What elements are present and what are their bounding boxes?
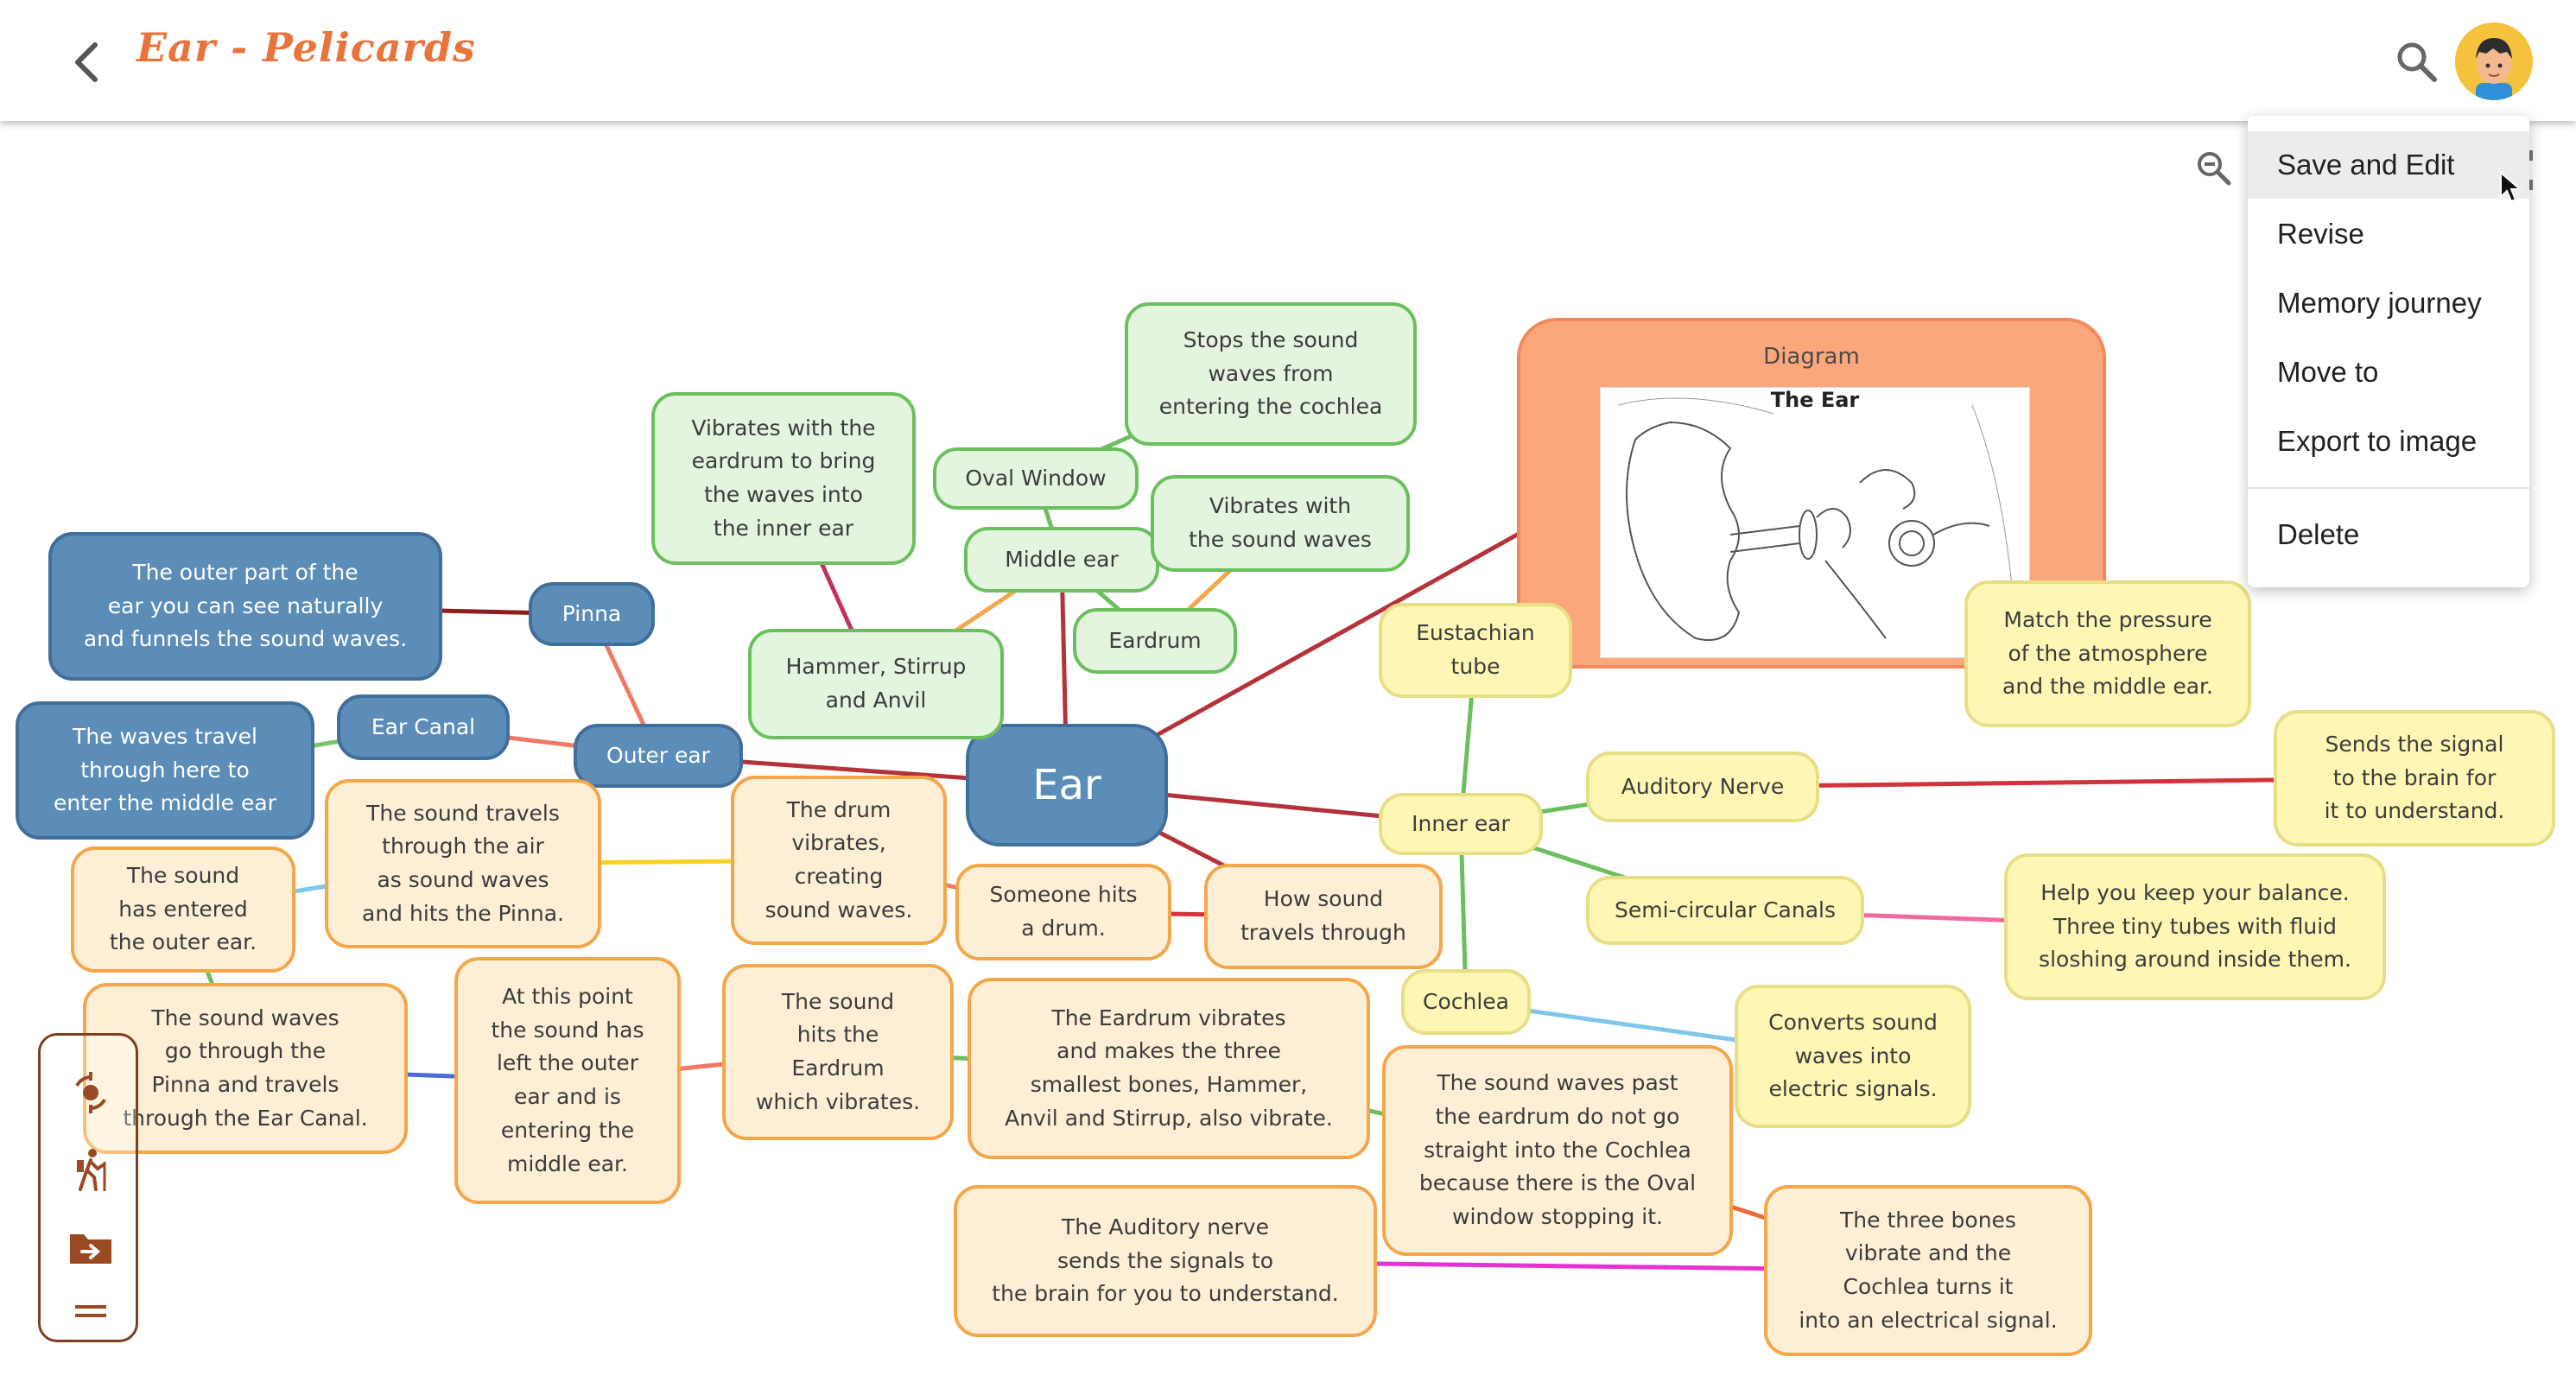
node-earcanal-desc[interactable]: The waves travel through here to enter t… — [16, 701, 314, 840]
node-pinna-desc[interactable]: The outer part of the ear you can see na… — [48, 532, 442, 681]
node-converts[interactable]: Converts sound waves into electric signa… — [1735, 985, 1971, 1128]
node-outer[interactable]: Outer ear — [574, 724, 743, 788]
node-cochlea[interactable]: Cochlea — [1401, 969, 1531, 1035]
zoom-out-button[interactable] — [2194, 149, 2234, 188]
zoom-out-icon — [2198, 152, 2231, 186]
node-how[interactable]: How sound travels through — [1204, 864, 1443, 969]
node-drum-vibrates[interactable]: The drum vibrates, creating sound waves. — [731, 776, 947, 945]
avatar[interactable] — [2455, 22, 2533, 100]
recenter-button[interactable] — [65, 1067, 117, 1119]
ear-diagram-image: The Ear — [1600, 387, 2030, 658]
node-eustachian[interactable]: Eustachian tube — [1379, 603, 1572, 698]
search-button[interactable] — [2393, 38, 2441, 86]
node-hammer-desc[interactable]: Vibrates with the eardrum to bring the w… — [651, 392, 916, 565]
node-sound-travels[interactable]: The sound travels through the air as sou… — [325, 779, 601, 948]
context-menu: Save and Edit Revise Memory journey Move… — [2248, 116, 2529, 587]
node-semi[interactable]: Semi-circular Canals — [1586, 876, 1864, 945]
node-at-point[interactable]: At this point the sound has left the out… — [454, 957, 681, 1204]
diagram-node[interactable]: Diagram The Ear — [1517, 318, 2106, 669]
drag-handle-button[interactable] — [65, 1286, 117, 1338]
drag-handle-icon — [75, 1305, 106, 1317]
menu-item-export-to-image[interactable]: Export to image — [2277, 425, 2478, 457]
node-root-ear[interactable]: Ear — [966, 724, 1168, 846]
node-inner[interactable]: Inner ear — [1379, 793, 1543, 855]
mindmap-canvas[interactable]: Diagram The Ear Ear The outer part of the… — [0, 121, 2576, 1382]
node-middle[interactable]: Middle ear — [964, 527, 1159, 593]
avatar-icon — [2455, 22, 2533, 100]
menu-item-move-to[interactable]: Move to — [2277, 356, 2379, 388]
diagram-image-title: The Ear — [1770, 388, 1860, 412]
node-sound-entered[interactable]: The sound has entered the outer ear. — [71, 846, 295, 973]
menu-item-delete[interactable]: Delete — [2277, 518, 2360, 550]
node-hammer[interactable]: Hammer, Stirrup and Anvil — [748, 629, 1004, 739]
node-pressure[interactable]: Match the pressure of the atmosphere and… — [1964, 580, 2251, 727]
node-eardrum-vib[interactable]: The Eardrum vibrates and makes the three… — [968, 978, 1370, 1159]
node-someone[interactable]: Someone hits a drum. — [955, 864, 1171, 960]
move-to-folder-button[interactable] — [65, 1222, 117, 1274]
menu-item-save-and-edit[interactable]: Save and Edit — [2248, 131, 2529, 199]
search-icon — [2397, 42, 2437, 82]
menu-divider — [2248, 487, 2529, 489]
diagram-label: Diagram — [1763, 344, 1860, 370]
node-oval[interactable]: Oval Window — [933, 447, 1139, 510]
app-header: Ear - Pelicards — [0, 0, 2576, 121]
ear-anatomy-icon — [1617, 397, 2016, 641]
node-nerve-sends[interactable]: The Auditory nerve sends the signals to … — [954, 1185, 1377, 1337]
node-signal[interactable]: Sends the signal to the brain for it to … — [2274, 710, 2555, 846]
node-past[interactable]: The sound waves past the eardrum do not … — [1382, 1045, 1733, 1256]
node-hits-eardrum[interactable]: The sound hits the Eardrum which vibrate… — [722, 964, 954, 1140]
hiking-icon — [77, 1149, 106, 1191]
node-pinna[interactable]: Pinna — [529, 582, 655, 646]
memory-journey-button[interactable] — [65, 1144, 117, 1196]
node-earcanal[interactable]: Ear Canal — [337, 694, 510, 760]
node-three-bones[interactable]: The three bones vibrate and the Cochlea … — [1764, 1185, 2092, 1356]
back-button[interactable] — [60, 35, 116, 90]
node-balance[interactable]: Help you keep your balance. Three tiny t… — [2004, 853, 2386, 1000]
node-eardrum[interactable]: Eardrum — [1073, 608, 1237, 674]
center-focus-icon — [75, 1072, 106, 1113]
menu-item-revise[interactable]: Revise — [2277, 218, 2364, 250]
node-stops[interactable]: Stops the sound waves from entering the … — [1125, 302, 1417, 446]
node-auditory[interactable]: Auditory Nerve — [1586, 751, 1819, 822]
chevron-left-icon — [75, 42, 98, 82]
map-toolbar — [38, 1033, 138, 1342]
menu-item-memory-journey[interactable]: Memory journey — [2277, 287, 2482, 319]
node-vibrates[interactable]: Vibrates with the sound waves — [1151, 475, 1410, 572]
move-folder-icon — [70, 1234, 111, 1264]
page-title: Ear - Pelicards — [136, 24, 476, 71]
mouse-cursor-icon — [2500, 171, 2522, 203]
